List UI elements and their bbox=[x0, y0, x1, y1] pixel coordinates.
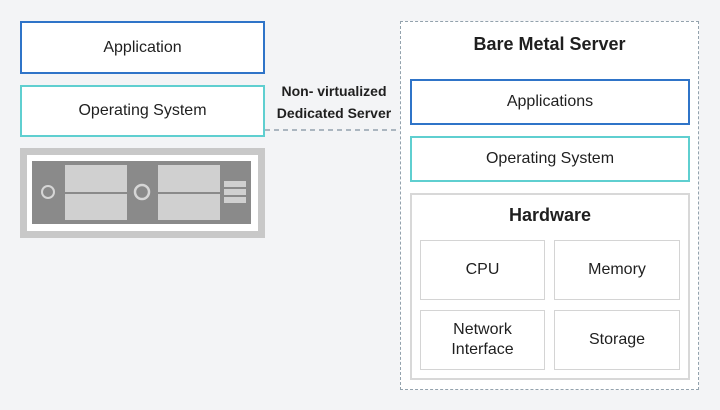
rack-server-icon bbox=[20, 148, 265, 238]
dedicated-label-line2: Dedicated Server bbox=[276, 105, 392, 121]
applications-label: Applications bbox=[506, 93, 594, 110]
network-interface-box: Network Interface bbox=[420, 310, 545, 370]
operating-system-label: Operating System bbox=[78, 102, 207, 119]
cpu-label: CPU bbox=[465, 261, 500, 278]
operating-system-box: Operating System bbox=[20, 85, 265, 137]
network-label-line2: Interface bbox=[451, 341, 514, 358]
application-label: Application bbox=[103, 38, 182, 56]
application-box: Application bbox=[20, 21, 265, 74]
storage-box: Storage bbox=[554, 310, 680, 370]
storage-label: Storage bbox=[588, 331, 646, 348]
bm-operating-system-label: Operating System bbox=[485, 150, 615, 167]
hardware-title: Hardware bbox=[508, 205, 592, 225]
cpu-box: CPU bbox=[420, 240, 545, 300]
bare-metal-title: Bare Metal Server bbox=[473, 34, 626, 54]
network-label-line1: Network bbox=[453, 321, 512, 338]
dedicated-label-line1: Non- virtualized bbox=[281, 83, 387, 99]
memory-box: Memory bbox=[554, 240, 680, 300]
memory-label: Memory bbox=[588, 261, 646, 278]
applications-box: Applications bbox=[410, 79, 690, 125]
dedicated-server-label: Non- virtualized Dedicated Server bbox=[268, 80, 400, 124]
bm-operating-system-box: Operating System bbox=[410, 136, 690, 182]
